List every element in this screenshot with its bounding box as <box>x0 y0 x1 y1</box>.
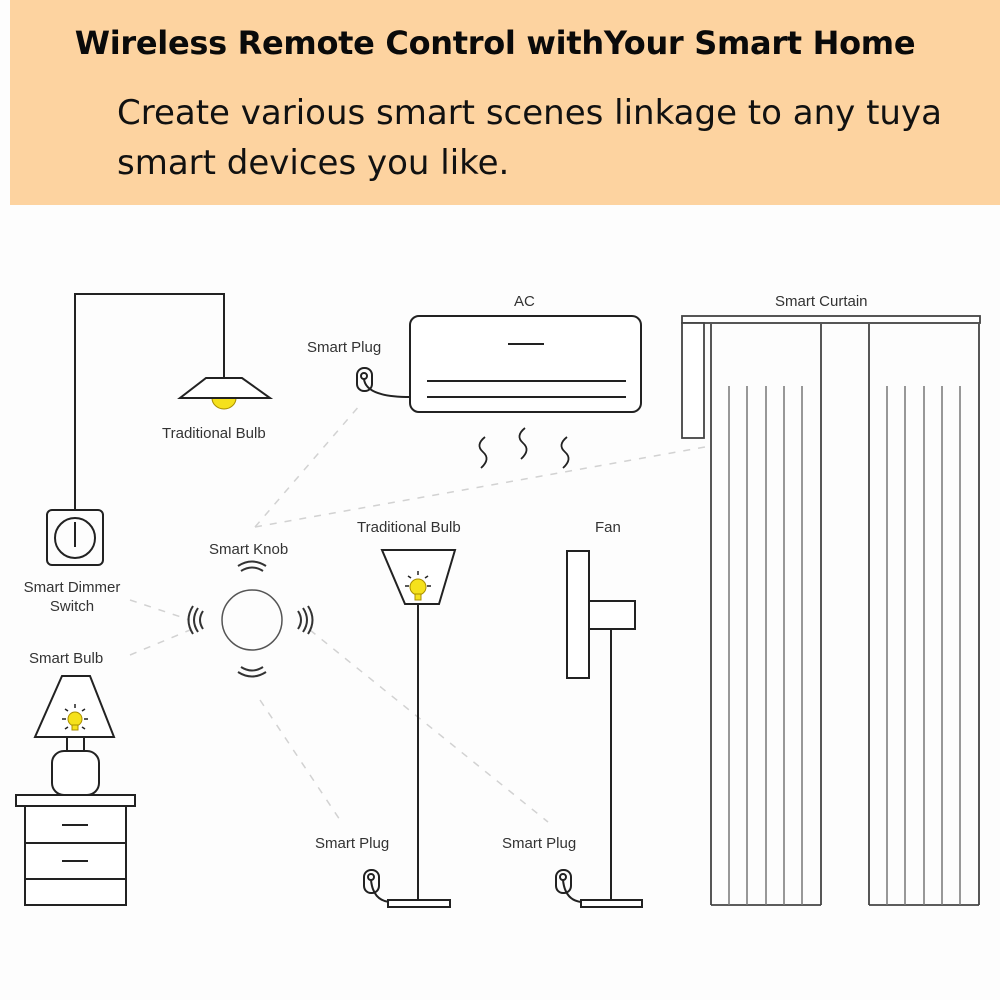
dimmer-switch-icon <box>46 509 104 566</box>
floor-lamp-label: Traditional Bulb <box>357 519 461 536</box>
dimmer-switch-label: Smart Dimmer Switch <box>12 578 132 616</box>
table-lamp-icon <box>33 675 116 796</box>
smart-bulb-label: Smart Bulb <box>29 650 104 667</box>
fan-smart-plug-icon <box>555 869 582 903</box>
header-banner <box>10 0 1000 205</box>
dimmer-switch-label-line2: Switch <box>49 598 95 615</box>
ac-smart-plug-icon <box>356 367 411 398</box>
page-subtitle: Create various smart scenes linkage to a… <box>117 93 942 183</box>
connection-lines <box>129 404 706 823</box>
floor-lamp-smart-plug-icon <box>363 869 390 903</box>
smart-knob-icon <box>187 560 314 678</box>
smart-knob-label: Smart Knob <box>209 541 289 558</box>
fan-smart-plug-label: Smart Plug <box>502 835 577 852</box>
fan-label: Fan <box>595 519 621 536</box>
ac-smart-plug-label: Smart Plug <box>307 339 382 356</box>
smart-curtain-icon <box>681 315 981 906</box>
smart-curtain-label: Smart Curtain <box>775 293 868 310</box>
ac-icon <box>409 315 642 469</box>
dimmer-switch-label-line1: Smart Dimmer <box>23 579 121 596</box>
floor-lamp-smart-plug-label: Smart Plug <box>315 835 390 852</box>
pendant-lamp <box>74 293 274 510</box>
floor-lamp-icon <box>380 549 457 908</box>
pendant-lamp-label: Traditional Bulb <box>162 425 266 442</box>
fan-icon <box>566 550 643 908</box>
ac-label: AC <box>514 293 535 310</box>
page-title: Wireless Remote Control withYour Smart H… <box>74 24 916 62</box>
nightstand-icon <box>15 794 136 906</box>
